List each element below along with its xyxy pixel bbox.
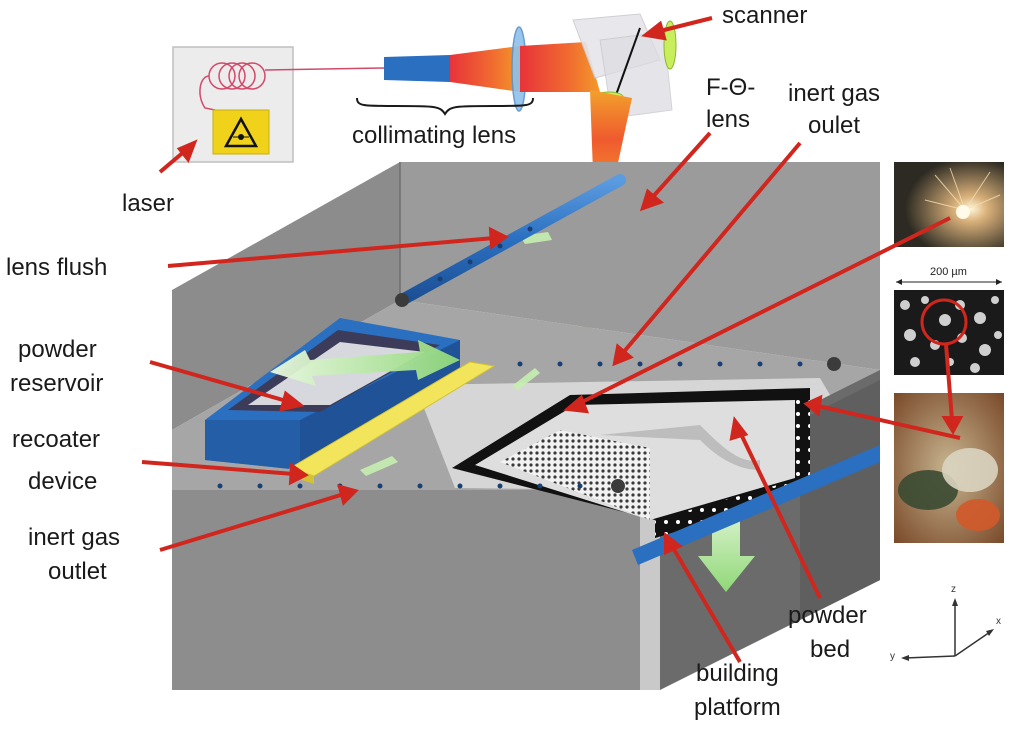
beam-to-scanner [520, 42, 600, 92]
label-recoater-line2: device [28, 468, 98, 495]
label-powder-bed-line2: bed [810, 636, 851, 663]
beam-expander-blue [384, 55, 450, 82]
powder-bed [452, 388, 810, 538]
label-lens-flush: lens flush [6, 254, 108, 281]
label-f-theta-line2: lens [706, 106, 751, 133]
arrow-inert-gas-outlet [159, 484, 359, 552]
arrow-inset-to-powder [941, 343, 964, 436]
inset-melt-photo [894, 162, 1004, 247]
arrow-melt-point [563, 216, 951, 414]
label-scanner: scanner [722, 2, 808, 29]
arrow-recoater [141, 460, 309, 486]
arrow-laser [158, 139, 198, 174]
label-building-platform-line1: building [696, 660, 779, 687]
label-inert-gas-outlet-line2: outlet [48, 558, 107, 585]
arrow-inert-gas-oulet [612, 141, 802, 367]
arrow-powder-bed [729, 416, 822, 599]
chamber-front-block [172, 490, 640, 690]
recoater-motion-arrow [270, 340, 460, 386]
label-inert-gas-oulet-line2: oulet [808, 112, 861, 139]
label-laser: laser [122, 190, 175, 217]
label-powder-bed-line1: powder [788, 602, 867, 629]
inset-melt-pool [956, 205, 970, 219]
arrow-lens-flush [167, 226, 509, 268]
inset-particles [900, 296, 1002, 373]
label-collimating-lens: collimating lens [352, 122, 517, 149]
building-platform-bar [632, 445, 880, 565]
label-inert-gas-outlet-line1: inert gas [28, 524, 121, 551]
axis-z-label: z [951, 584, 956, 595]
label-powder-reservoir-line2: reservoir [10, 370, 104, 397]
arrow-powder-bed-from-inset [803, 394, 961, 440]
fiber-coil-icon [199, 62, 386, 111]
arrow-powder-reservoir [149, 360, 305, 412]
laser-warning-icon [223, 116, 259, 148]
scale-bar-label: 200 µm [928, 266, 969, 278]
axis-y-label: y [890, 651, 895, 662]
annotation-arrows [141, 16, 964, 664]
particle-highlight-circle [920, 298, 968, 346]
arrow-building-platform [664, 531, 742, 664]
collimating-lens-brace [356, 97, 534, 116]
axis-x-label: x [996, 616, 1001, 627]
axis-triad-icon [901, 598, 994, 661]
chamber-left-wall [172, 162, 400, 430]
arrow-f-theta-lens [639, 131, 712, 212]
beam-collimated [450, 46, 520, 92]
chamber-back-wall [400, 162, 880, 370]
arrow-scanner [641, 16, 713, 41]
lens-flush-tube-end [395, 293, 409, 307]
label-f-theta-line1: F-Θ- [706, 74, 756, 101]
label-recoater-line1: recoater [12, 426, 101, 453]
inset-sparks [924, 167, 1001, 211]
label-powder-reservoir-line1: powder [18, 336, 97, 363]
label-inert-gas-oulet-line1: inert gas [788, 80, 881, 107]
label-building-platform-line2: platform [694, 694, 781, 721]
